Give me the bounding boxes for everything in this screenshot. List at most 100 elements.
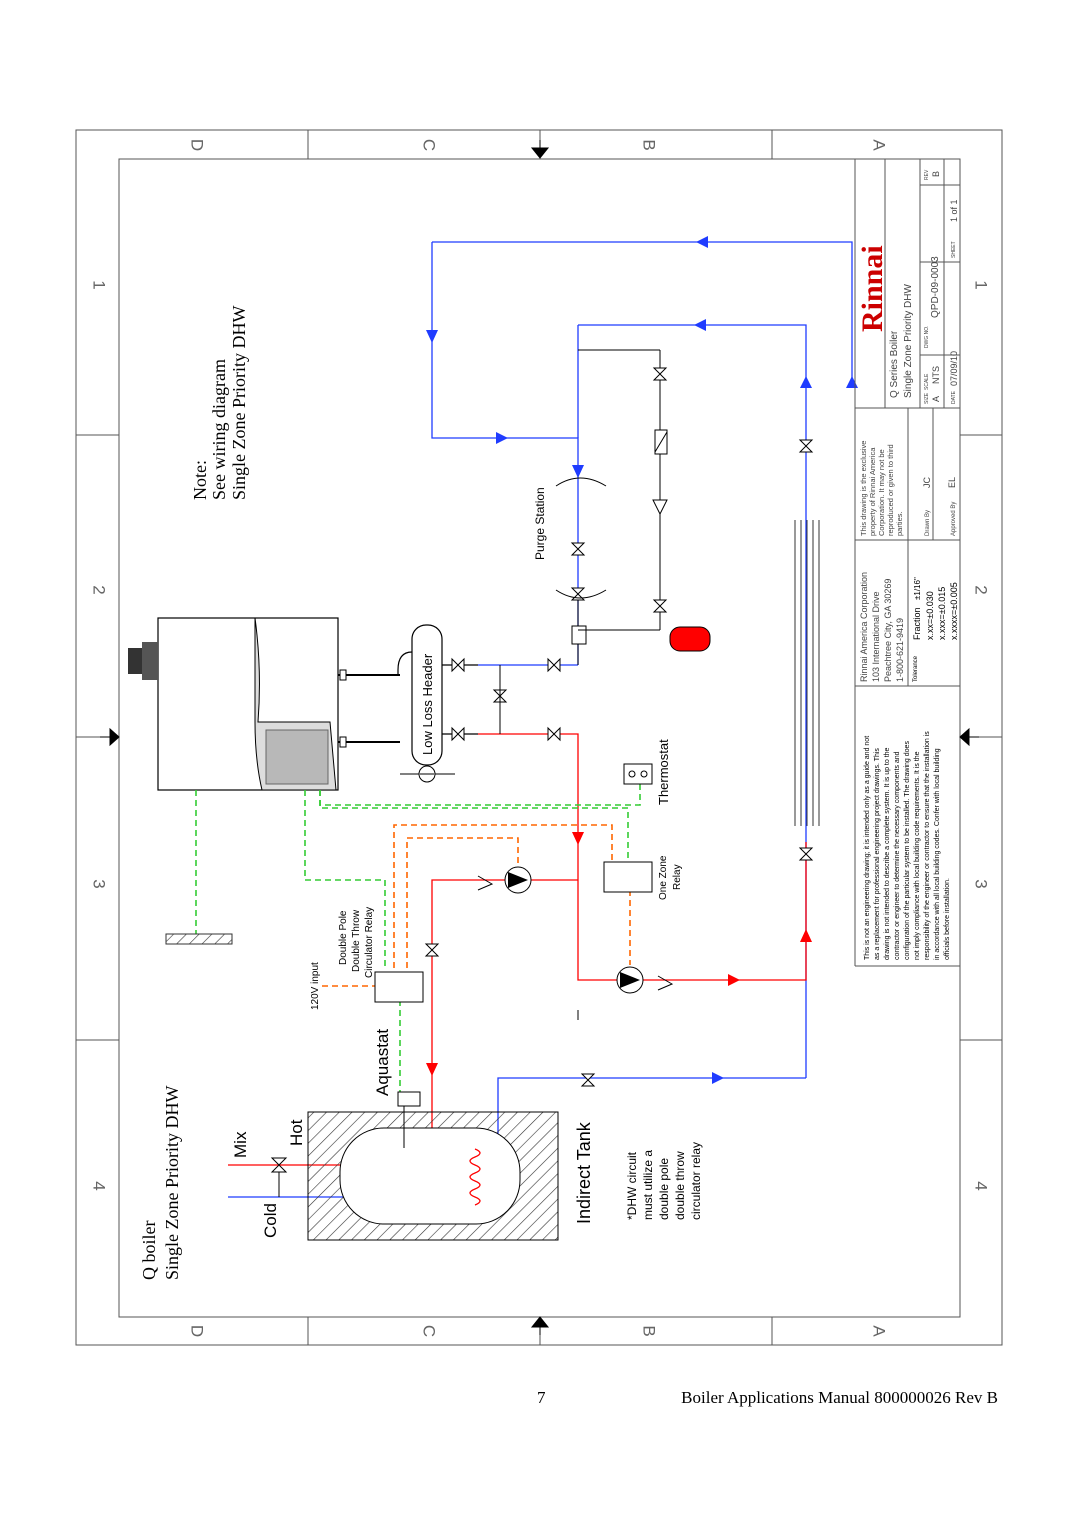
company-line4: 1-800-621-9419	[895, 618, 905, 682]
zone-letter-top-a: A	[870, 139, 889, 151]
sheet-label: SHEET	[951, 241, 957, 258]
tolerance-xxxx: x.xxxx=±0.005	[949, 582, 959, 640]
low-voltage-wiring	[195, 780, 641, 1098]
dhw-note-line1: *DHW circuit	[625, 1151, 639, 1220]
rinnai-logo: Rinnai	[856, 245, 889, 332]
sheet-value: 1 of 1	[949, 199, 959, 222]
approved-by-value: EL	[947, 477, 957, 488]
zone-letter-bottom-d: D	[188, 1325, 207, 1337]
thermostat-label: Thermostat	[656, 739, 671, 805]
zone-letter-top-c: C	[420, 139, 439, 151]
purge-station-label: Purge Station	[533, 487, 547, 560]
zone-number-right-1: 1	[972, 280, 991, 289]
disclaimer-line3: drawing is not intended to describe a co…	[884, 747, 891, 960]
indirect-tank-label: Indirect Tank	[574, 1121, 594, 1224]
disclaimer-line8: in accordance with all local building co…	[934, 748, 941, 960]
company-line1: Rinnai America Corporation	[859, 572, 869, 682]
drawn-by-label: Drawn By	[925, 510, 931, 536]
zone-letter-bottom-b: B	[640, 1325, 659, 1336]
purge-station	[555, 349, 668, 665]
dwg-no-value: QPD-09-0003	[930, 256, 941, 318]
zone-letter-top-b: B	[640, 139, 659, 150]
drawn-by-value: JC	[922, 477, 932, 489]
zone-letter-top-d: D	[188, 139, 207, 151]
note-line3: Single Zone Priority DHW	[229, 306, 249, 500]
circulator-relay-box	[374, 971, 424, 1003]
dhw-note-line5: circulator relay	[689, 1142, 703, 1220]
zone-number-left-4: 4	[90, 1181, 109, 1190]
manual-title: Boiler Applications Manual 800000026 Rev…	[681, 1388, 998, 1407]
fraction-value: ±1/16"	[913, 577, 922, 600]
scale-value: NTS	[931, 366, 941, 384]
dwg-no-label: DWG NO.	[924, 326, 930, 349]
disclaimer-line9: officials before installation.	[944, 878, 951, 960]
property-line4: reproduced or given to third	[886, 444, 895, 536]
drawing-title-line2: Single Zone Priority DHW	[903, 284, 914, 398]
mixing-valve	[270, 1157, 288, 1197]
title-block	[854, 159, 960, 967]
note-line2: See wiring diagram	[209, 359, 229, 500]
hot-label: Hot	[287, 1119, 306, 1146]
property-line1: This drawing is the exclusive	[859, 441, 868, 536]
rev-value: B	[931, 171, 941, 177]
note-title: Note:	[190, 460, 210, 500]
zone-number-left-3: 3	[90, 879, 109, 888]
thermostat-box	[623, 763, 653, 785]
aquastat-box	[397, 1091, 421, 1107]
scale-label: SCALE	[924, 373, 930, 390]
zone-number-left-1: 1	[90, 280, 109, 289]
disclaimer-line1: This is not an engineering drawing; it i…	[864, 736, 871, 960]
header-valves	[451, 657, 561, 742]
q-boiler	[128, 617, 400, 791]
main-title-line1: Q boiler	[139, 1221, 159, 1280]
date-value: 07/09/10	[949, 351, 959, 386]
circulator-pumps	[424, 866, 674, 1087]
disclaimer-line7: responsibility of the engineer or contra…	[924, 731, 931, 960]
centering-marks	[100, 140, 979, 1335]
property-line5: parties.	[895, 511, 904, 536]
emitter-valves	[798, 439, 814, 861]
approved-by-label: Approved By	[951, 502, 957, 536]
aquastat-label: Aquastat	[373, 1029, 392, 1096]
property-line3: Corporation. It may not be	[877, 449, 886, 536]
tolerance-xx: x.xx=±0.030	[925, 591, 935, 640]
dhw-note-line3: double pole	[657, 1158, 671, 1220]
property-line2: property of Rinnai America	[868, 447, 877, 536]
tolerance-xxx: x.xxx=±0.015	[937, 587, 947, 640]
baseboard-emitter	[790, 520, 824, 826]
ground-symbol	[165, 933, 233, 945]
zone-number-right-2: 2	[972, 585, 991, 594]
zone-number-left-2: 2	[90, 585, 109, 594]
relay-label-line2: Double Throw	[351, 909, 362, 972]
one-zone-relay-label-line1: One Zone	[658, 855, 669, 900]
low-loss-header	[397, 624, 478, 783]
zone-letter-bottom-c: C	[420, 1325, 439, 1337]
disclaimer-line5: configuration of the particular system t…	[904, 741, 911, 960]
zone-letter-bottom-a: A	[870, 1325, 889, 1337]
supply-flow-arrows	[426, 832, 812, 1076]
fraction-label: Fraction	[912, 607, 922, 640]
disclaimer-line2: as a replacement for professional engine…	[874, 748, 881, 960]
relay-label-line3: Circulator Relay	[364, 907, 375, 978]
indirect-tank	[307, 1106, 559, 1241]
mix-label: Mix	[231, 1131, 250, 1158]
size-value: A	[931, 396, 941, 402]
cold-label: Cold	[261, 1203, 280, 1238]
zone-number-right-3: 3	[972, 879, 991, 888]
rev-label: REV	[924, 169, 930, 180]
zone-number-right-4: 4	[972, 1181, 991, 1190]
one-zone-relay-box	[603, 861, 653, 893]
line-voltage-wiring	[322, 824, 631, 987]
expansion-tank	[669, 626, 711, 652]
input-120v-label: 120V input	[310, 962, 321, 1010]
disclaimer-line4: contractor or engineer to determine the …	[894, 751, 901, 960]
tolerance-label: Tolerance	[913, 655, 919, 682]
low-loss-header-label: Low Loss Header	[420, 653, 435, 755]
page-number: 7	[537, 1388, 546, 1407]
company-line3: Peachtree City, GA 30269	[883, 579, 893, 682]
date-label: DATE	[951, 390, 957, 404]
dhw-note-line4: double throw	[673, 1151, 687, 1220]
disclaimer-line6: not imply compliance with local building…	[914, 751, 921, 960]
dhw-note-line2: must utilize a	[641, 1150, 655, 1220]
